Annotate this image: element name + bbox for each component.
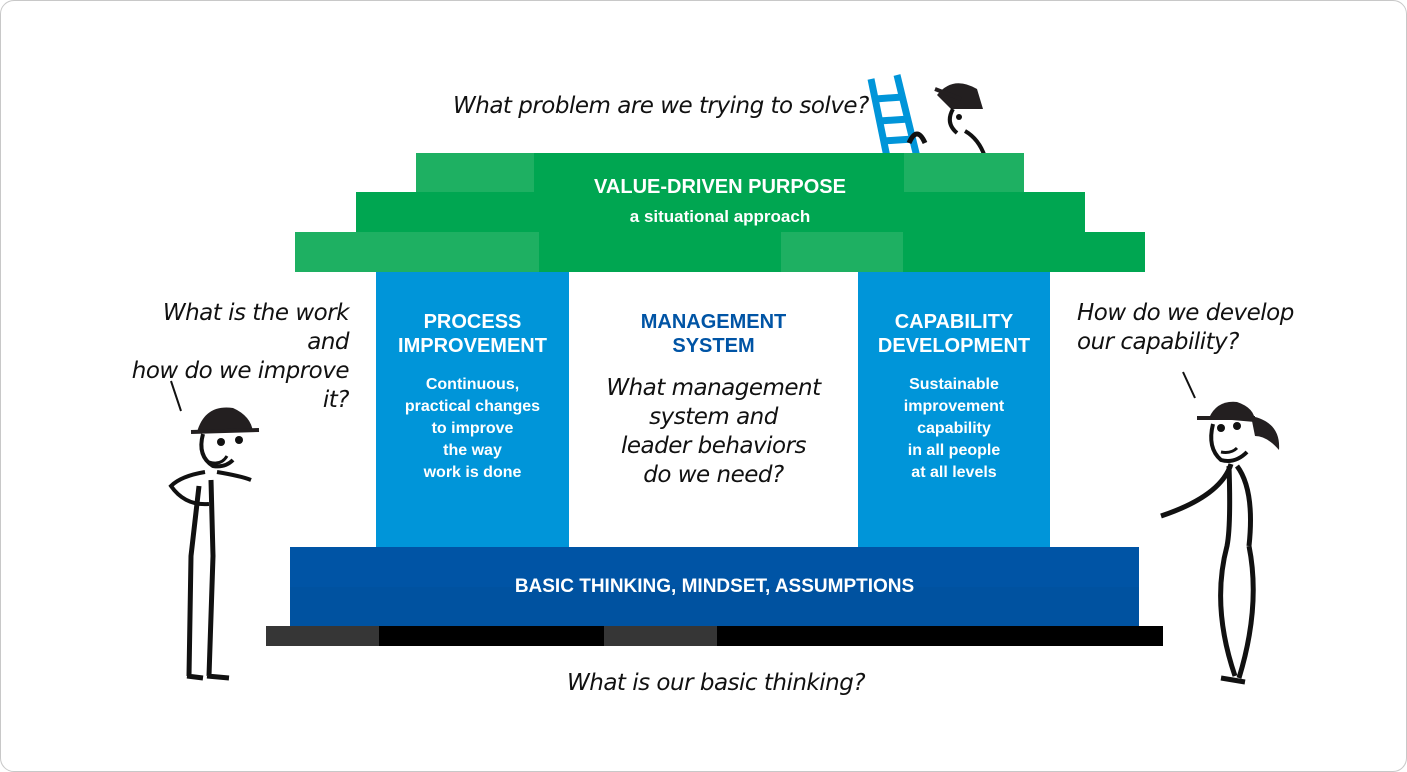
- pillar-text: at all levels: [911, 464, 997, 481]
- pillar-title: CAPABILITY: [894, 311, 1014, 333]
- pillar-text: Sustainable: [909, 376, 999, 393]
- question-line: how do we improve it?: [131, 358, 350, 413]
- question-right: How do we develop our capability?: [1077, 299, 1294, 357]
- stick-figure-woman-icon: [1160, 371, 1280, 685]
- pillar-text: the way: [443, 442, 502, 459]
- pillar-title: SYSTEM: [672, 335, 755, 357]
- question-line: How do we develop: [1077, 300, 1294, 326]
- roof-title: VALUE-DRIVEN PURPOSE: [594, 176, 846, 198]
- question-bottom: What is our basic thinking?: [567, 670, 866, 696]
- roof-subtitle: a situational approach: [629, 207, 811, 226]
- pillar-text: practical changes: [404, 398, 541, 415]
- pillar-text: Continuous,: [425, 376, 520, 393]
- question-top: What problem are we trying to solve?: [453, 93, 869, 119]
- pillar-text: leader behaviors: [620, 433, 807, 459]
- ladder-figure-icon: [867, 74, 987, 157]
- foundation-label: BASIC THINKING, MINDSET, ASSUMPTIONS: [514, 576, 915, 597]
- pillar-text: system and: [649, 404, 778, 430]
- pillar-title: PROCESS: [423, 311, 522, 333]
- question-line: our capability?: [1077, 329, 1239, 355]
- stick-figure-man-icon: [168, 380, 260, 681]
- pillar-text: work is done: [423, 464, 522, 481]
- pillar-title: DEVELOPMENT: [877, 335, 1031, 357]
- pillar-text: in all people: [907, 442, 1001, 459]
- foundation: [290, 547, 1139, 626]
- pillar-text: do we need?: [643, 462, 784, 488]
- pillar-text: capability: [917, 420, 991, 437]
- pillar-text: What management: [606, 375, 821, 401]
- question-left: What is the work and how do we improve i…: [123, 299, 350, 415]
- question-line: What is the work and: [162, 300, 350, 355]
- pillar-title: MANAGEMENT: [640, 311, 787, 333]
- pillar-text: improvement: [903, 398, 1005, 415]
- pillar-text: to improve: [431, 420, 514, 437]
- pillar-title: IMPROVEMENT: [398, 335, 547, 357]
